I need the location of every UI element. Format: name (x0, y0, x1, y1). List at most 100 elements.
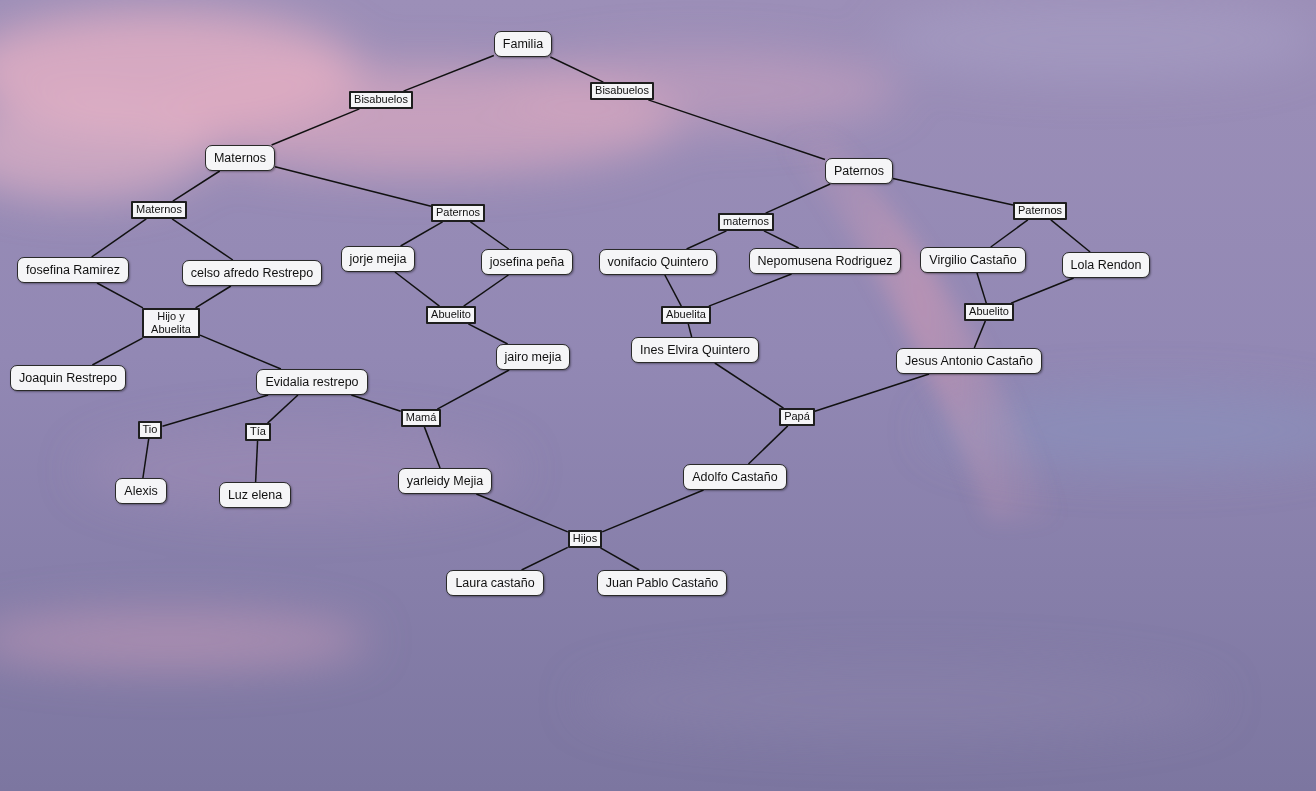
relation-tag: Tía (245, 423, 271, 441)
node-text: Laura castaño (455, 576, 534, 590)
person-box: fosefina Ramirez (17, 257, 129, 283)
node-text: maternos (723, 215, 769, 229)
family-link (550, 57, 603, 82)
node-text: Papá (784, 410, 810, 424)
relation-tag: Abuelito (426, 306, 476, 324)
relation-tag: Bisabuelos (349, 91, 413, 109)
family-link (815, 374, 929, 411)
node-text: Maternos (136, 203, 182, 217)
family-link (92, 338, 142, 365)
node-text: Paternos (834, 164, 884, 178)
family-link (602, 490, 703, 532)
node-text: Familia (503, 37, 543, 51)
person-box: jorje mejia (341, 246, 416, 272)
person-box: Nepomusena Rodriguez (749, 248, 902, 274)
person-box: Paternos (825, 158, 893, 184)
person-box: Adolfo Castaño (683, 464, 786, 490)
node-text: jairo mejia (505, 350, 562, 364)
family-link (143, 439, 149, 478)
family-link (522, 547, 568, 570)
family-link (401, 222, 443, 246)
person-box: Alexis (115, 478, 166, 504)
family-link (665, 275, 681, 306)
family-link (974, 321, 985, 348)
node-text: Bisabuelos (595, 84, 649, 98)
node-text: Hijos (573, 532, 597, 546)
node-text: Ines Elvira Quintero (640, 343, 750, 357)
person-box: josefina peña (481, 249, 573, 275)
person-box: Juan Pablo Castaño (597, 570, 728, 596)
person-box: Laura castaño (446, 570, 543, 596)
node-text: Joaquin Restrepo (19, 371, 117, 385)
node-text: Juan Pablo Castaño (606, 576, 719, 590)
person-box: yarleidy Mejia (398, 468, 492, 494)
node-text: Tía (250, 425, 266, 439)
person-box: Jesus Antonio Castaño (896, 348, 1042, 374)
family-link (97, 283, 143, 308)
family-link (1051, 220, 1090, 252)
node-text: Maternos (214, 151, 266, 165)
cloud (0, 0, 1316, 740)
node-text: Adolfo Castaño (692, 470, 777, 484)
family-link (268, 395, 298, 423)
node-text: Lola Rendon (1071, 258, 1142, 272)
relation-tag: Abuelita (661, 306, 711, 324)
person-box: Maternos (205, 145, 275, 171)
relation-tag: Paternos (1013, 202, 1067, 220)
node-text: Nepomusena Rodriguez (758, 254, 893, 268)
node-text: Alexis (124, 484, 157, 498)
person-box: Joaquin Restrepo (10, 365, 126, 391)
relation-tag: Tio (138, 421, 163, 439)
node-text: Luz elena (228, 488, 282, 502)
node-text: Paternos (436, 206, 480, 220)
node-text: vonifacio Quintero (608, 255, 709, 269)
family-link (715, 363, 784, 408)
node-text: Abuelito (431, 308, 471, 322)
person-box: Familia (494, 31, 552, 57)
node-text: Tio (143, 423, 158, 437)
node-text: Mamá (406, 411, 437, 425)
relation-tag: Hijos (568, 530, 602, 548)
family-link (92, 219, 147, 257)
family-link (403, 55, 493, 91)
node-text: josefina peña (490, 255, 564, 269)
person-box: celso afredo Restrepo (182, 260, 322, 286)
node-text: Jesus Antonio Castaño (905, 354, 1033, 368)
family-link (437, 370, 509, 409)
family-link (468, 324, 507, 344)
family-link (395, 272, 439, 306)
node-text: yarleidy Mejia (407, 474, 483, 488)
node-text: Hijo y Abuelita (147, 310, 195, 336)
family-link (648, 100, 825, 160)
family-link (991, 220, 1028, 247)
person-box: jairo mejia (496, 344, 571, 370)
person-box: Lola Rendon (1062, 252, 1151, 278)
node-text: Paternos (1018, 204, 1062, 218)
node-text: Bisabuelos (354, 93, 408, 107)
family-link (601, 548, 640, 570)
family-link (272, 109, 360, 145)
family-link (470, 222, 508, 249)
family-link (464, 275, 509, 306)
family-link (687, 231, 727, 249)
family-link (709, 274, 792, 306)
family-link (893, 179, 1013, 206)
relation-tag: Maternos (131, 201, 187, 219)
relation-tag: Abuelito (964, 303, 1014, 321)
relation-tag: Paternos (431, 204, 485, 222)
person-box: Evidalia restrepo (256, 369, 367, 395)
family-link (748, 426, 787, 464)
person-box: Luz elena (219, 482, 291, 508)
node-text: jorje mejia (350, 252, 407, 266)
family-link (688, 324, 691, 337)
relation-tag: Hijo y Abuelita (142, 308, 200, 338)
family-link (764, 231, 799, 248)
family-link (1011, 278, 1074, 303)
rainbow (780, 140, 1060, 520)
family-link (172, 219, 233, 260)
family-link (200, 335, 281, 369)
node-text: Evidalia restrepo (265, 375, 358, 389)
